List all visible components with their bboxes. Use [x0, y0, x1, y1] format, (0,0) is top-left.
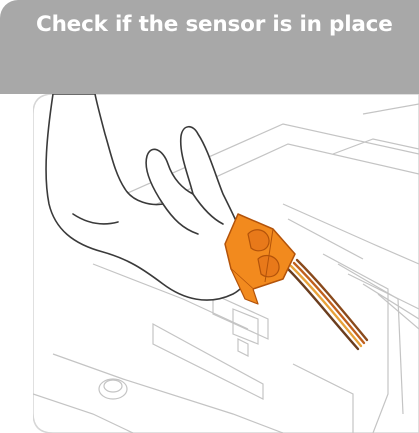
sensor-illustration: [33, 94, 419, 433]
illustration-svg: [33, 94, 419, 433]
step-header: Check if the sensor is in place: [0, 0, 419, 94]
step-title: Check if the sensor is in place: [36, 12, 393, 37]
